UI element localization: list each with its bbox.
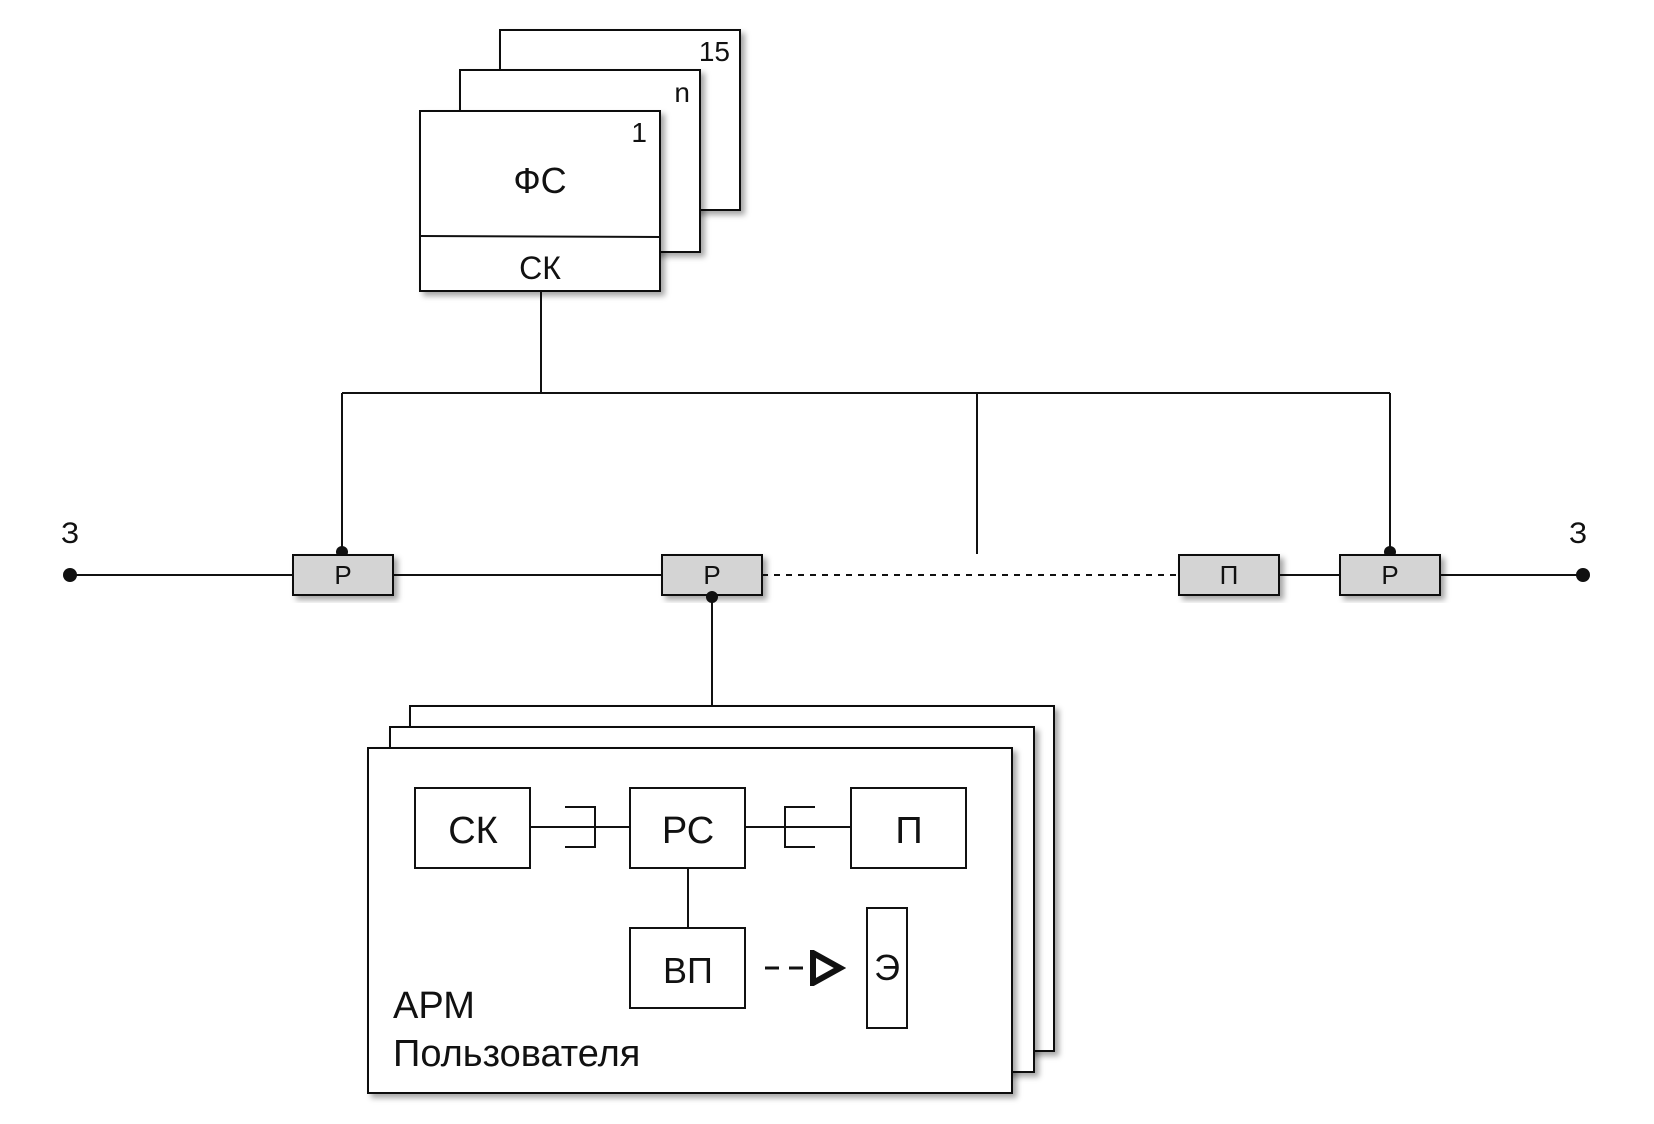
file-server-stack: 15 n 1 ФС СК [419,29,741,292]
ws-block-sk [414,787,531,869]
terminator-left-label: З [61,517,79,550]
file-server-card-1-label: 1 [631,117,647,148]
ws-block-rs-label: РС [662,810,714,852]
terminator-right-dot [1576,568,1590,582]
connector-left [292,554,394,596]
file-server-card-15-label: 15 [699,36,730,67]
workstation-title-line2: Пользователя [393,1033,640,1075]
server-links [336,291,1396,558]
connector-right-label: Р [1381,560,1398,590]
workstation-stack: СК РС П ВП Э АРМ Пользователя [367,705,1055,1094]
ws-block-e [866,907,908,1029]
ws-block-vp-label: ВП [663,950,713,991]
repeater [1178,554,1280,596]
rs-socket-connector [745,806,851,848]
workstation-title-line1: АРМ [393,985,475,1027]
repeater-label: П [1220,560,1239,590]
file-server-card-1 [419,110,661,292]
ws-block-p-label: П [895,810,922,852]
file-server-divider [419,235,661,238]
ws-block-sk-label: СК [448,810,498,852]
file-server-title: ФС [513,160,566,201]
terminator-left-dot [63,568,77,582]
ws-block-rs [629,787,746,869]
ws-block-p [850,787,967,869]
connector-left-label: Р [334,560,351,590]
terminator-right-label: З [1569,517,1587,550]
connector-center-label: Р [703,560,720,590]
file-server-sublabel: СК [519,250,561,286]
connector-center [661,554,763,596]
ws-block-e-label: Э [874,947,900,988]
network-segment: З З Р Р П Р [61,517,1590,748]
connector-right [1339,554,1441,596]
sk-plug-connector [530,806,630,848]
file-server-card-n-label: n [674,77,690,108]
